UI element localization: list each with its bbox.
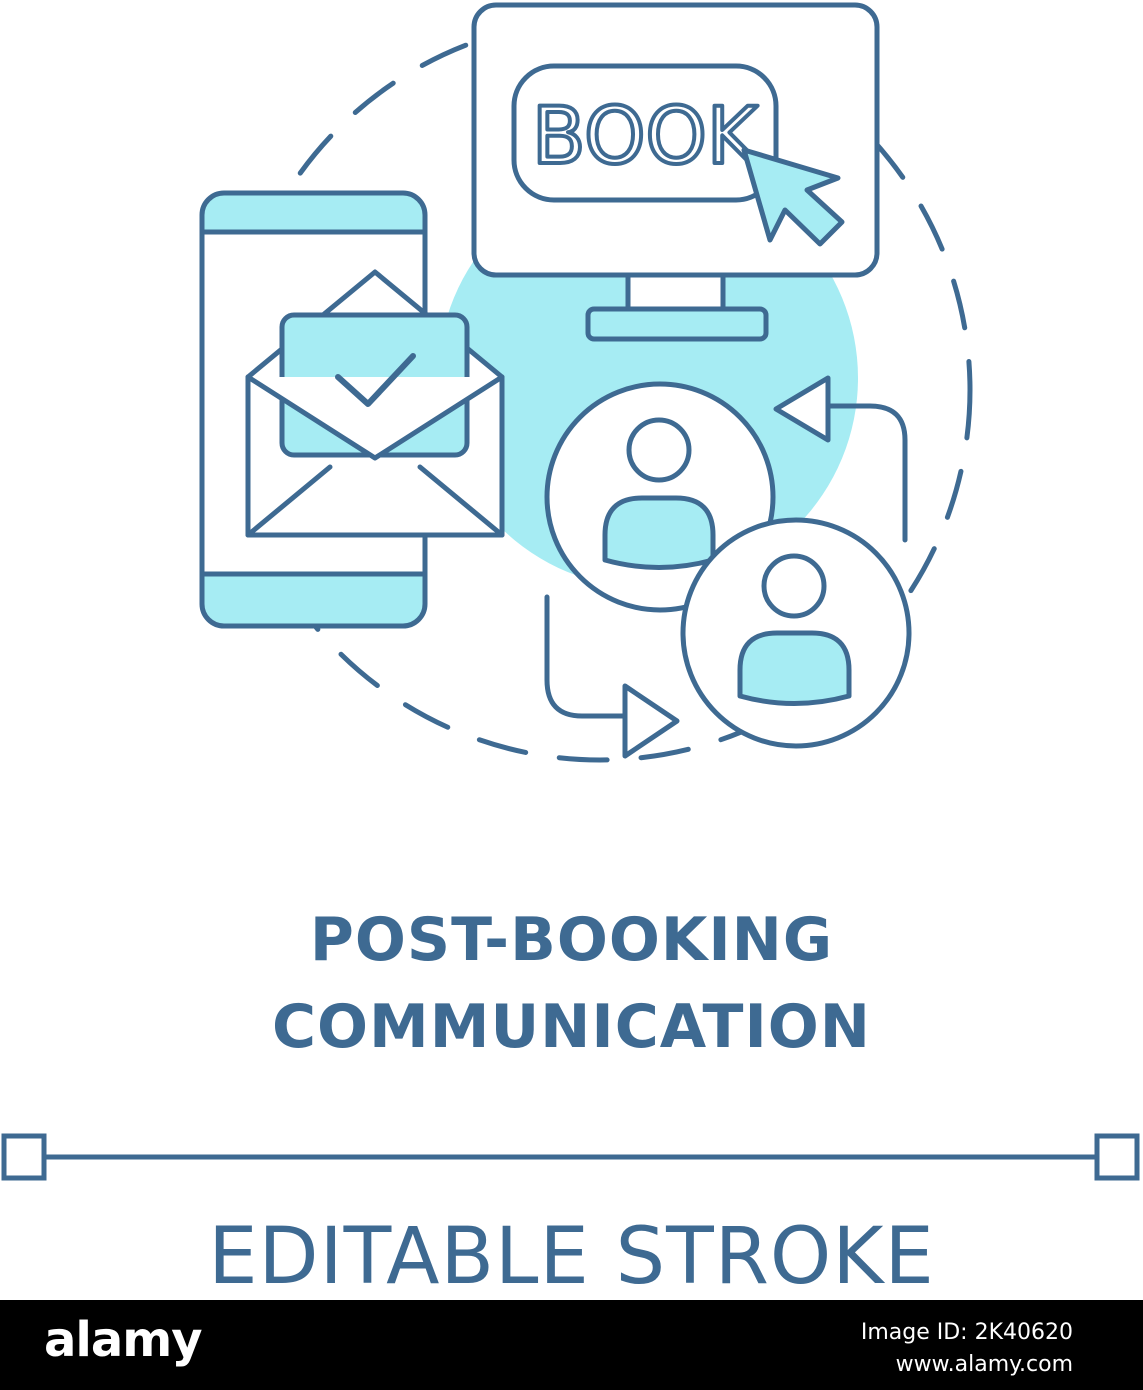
exchange-arrows-icon [544,375,908,759]
post-booking-communication-icon: BOOK [199,2,973,763]
alamy-logo: alamy [44,1312,203,1368]
arrow-left-icon [773,375,831,443]
page-title-line-1: POST-BOOKING [309,905,834,975]
editable-stroke-bar [1,1133,1140,1181]
monitor-icon: BOOK [471,2,880,342]
arrow-right-icon [622,683,680,759]
envelope-icon [245,269,505,538]
check-icon [335,353,416,407]
book-button [511,63,779,203]
cursor-icon [741,147,845,247]
editable-stroke-label: EDITABLE STROKE [208,1212,935,1302]
image-id-label: Image ID: 2K40620 [860,1320,1073,1345]
stroke-handle-left [1,1133,47,1181]
person-avatar-icon [680,517,912,749]
book-button-label: BOOK [532,92,760,182]
stroke-handle-right [1094,1133,1140,1181]
footer-bar: alamy Image ID: 2K40620 www.alamy.com [0,1300,1143,1390]
page-title-line-2: COMMUNICATION [272,992,871,1062]
site-url-label: www.alamy.com [895,1352,1073,1377]
